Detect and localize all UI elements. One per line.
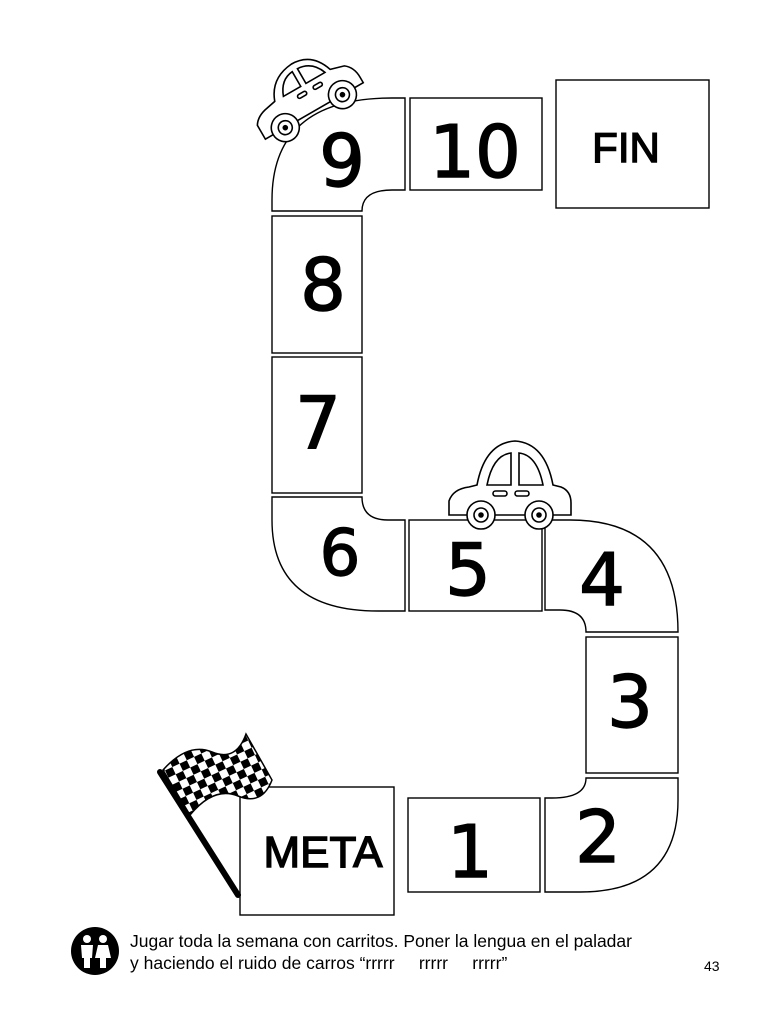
parents-icon: [70, 926, 120, 976]
square-10-label: 10: [429, 110, 521, 194]
square-6[interactable]: 6: [271, 496, 406, 612]
square-meta-label: META: [264, 828, 384, 877]
square-7-label: 7: [295, 381, 341, 465]
square-1-label: 1: [447, 810, 493, 894]
square-5[interactable]: 5: [408, 519, 543, 613]
instructions: Jugar toda la semana con carritos. Poner…: [130, 930, 690, 974]
square-4[interactable]: 4: [544, 519, 679, 633]
car-icon: [256, 58, 365, 143]
square-6-label: 6: [320, 517, 361, 591]
square-1[interactable]: 1: [407, 797, 541, 895]
square-9[interactable]: 9: [271, 97, 406, 212]
instruction-line-1: Jugar toda la semana con carritos. Poner…: [130, 931, 632, 951]
square-8-label: 8: [300, 243, 346, 327]
instruction-line-2: y haciendo el ruido de carros “rrrrr rrr…: [130, 953, 508, 973]
square-3-label: 3: [607, 660, 653, 744]
square-3[interactable]: 3: [585, 636, 679, 774]
square-9-label: 9: [319, 119, 365, 203]
square-2[interactable]: 2: [544, 777, 679, 893]
square-7[interactable]: 7: [271, 356, 363, 494]
square-4-label: 4: [579, 538, 625, 622]
page-number: 43: [704, 958, 720, 974]
square-fin[interactable]: FIN: [555, 79, 710, 209]
car-icon: [448, 440, 572, 530]
square-fin-label: FIN: [592, 124, 660, 171]
square-2-label: 2: [575, 795, 621, 879]
square-8[interactable]: 8: [271, 215, 363, 354]
square-meta[interactable]: META: [239, 786, 395, 916]
square-5-label: 5: [445, 528, 491, 612]
square-10[interactable]: 10: [409, 97, 543, 195]
checkered-flag-icon: [157, 732, 273, 898]
